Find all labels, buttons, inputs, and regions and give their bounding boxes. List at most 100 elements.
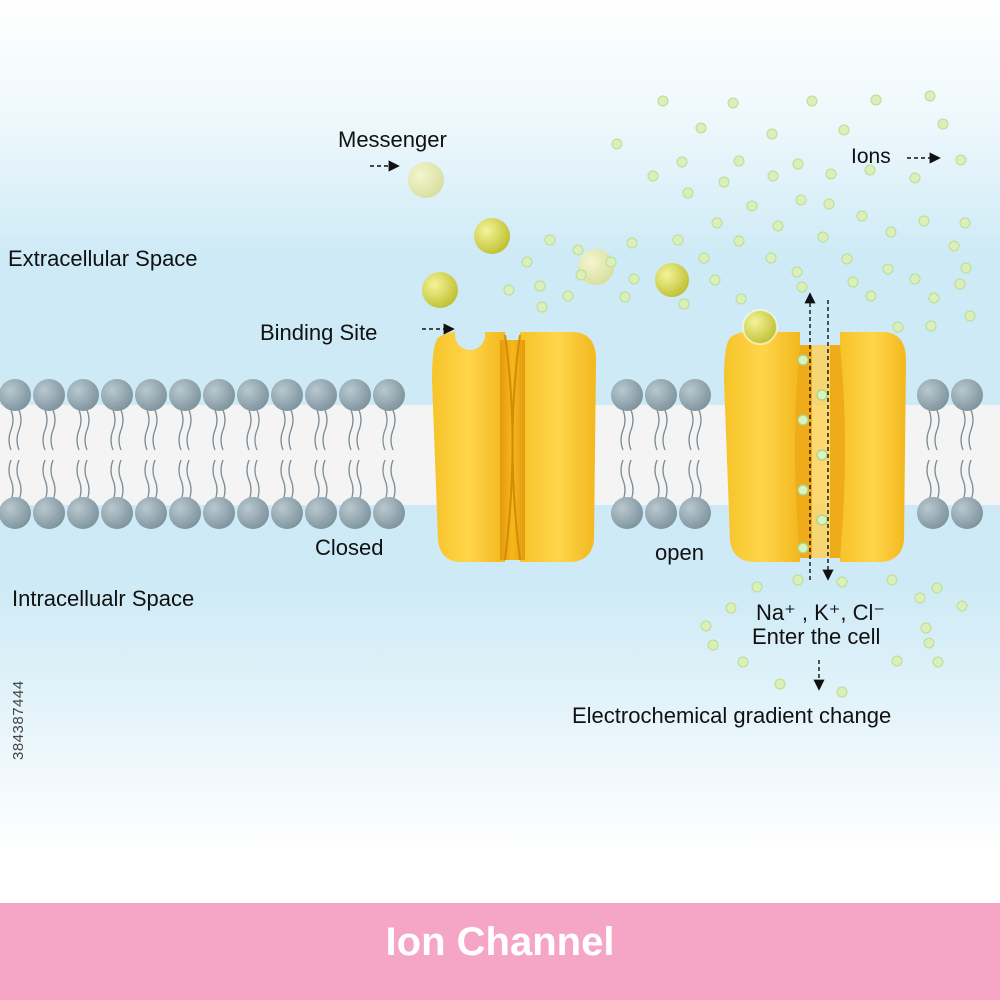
ion — [960, 262, 972, 274]
footer-title: Ion Channel — [385, 920, 615, 964]
lipid-tail — [280, 409, 286, 501]
ion — [836, 576, 848, 588]
ion — [676, 156, 688, 168]
phospholipid-head — [951, 379, 983, 411]
ion — [575, 269, 587, 281]
messenger-molecules — [408, 162, 778, 345]
phospholipid-head — [169, 379, 201, 411]
ion — [914, 592, 926, 604]
ion — [932, 656, 944, 668]
lipid-tails — [8, 409, 974, 501]
ion — [825, 168, 837, 180]
lipid-tail — [76, 409, 82, 501]
phospholipid-head — [203, 497, 235, 529]
ion — [823, 198, 835, 210]
ion — [628, 273, 640, 285]
ion — [931, 582, 943, 594]
phospholipid-head — [339, 497, 371, 529]
phospholipid-head — [373, 497, 405, 529]
phospholipid-head — [101, 379, 133, 411]
annotation-arrows — [370, 152, 941, 691]
phospholipid-head — [611, 379, 643, 411]
ion — [695, 122, 707, 134]
stock-id-watermark: 384387444 — [10, 680, 27, 760]
phospholipid-head — [101, 497, 133, 529]
ion — [503, 284, 515, 296]
phospholipid-head — [33, 497, 65, 529]
ion — [891, 655, 903, 667]
ion — [765, 252, 777, 264]
ion — [892, 321, 904, 333]
ion — [657, 95, 669, 107]
ion — [816, 514, 828, 526]
ion — [626, 237, 638, 249]
ion — [733, 235, 745, 247]
phospholipid-head — [645, 379, 677, 411]
ion — [797, 414, 809, 426]
ion — [856, 210, 868, 222]
phospholipid-head — [305, 497, 337, 529]
closed-channel — [432, 320, 596, 562]
lipid-tail — [688, 409, 694, 501]
ion — [816, 389, 828, 401]
lipid-tail — [212, 409, 218, 501]
ion — [700, 620, 712, 632]
ion — [751, 581, 763, 593]
lipid-tail — [246, 409, 252, 501]
ion — [806, 95, 818, 107]
messenger-molecule — [474, 218, 510, 254]
ion — [847, 276, 859, 288]
ion — [521, 256, 533, 268]
ion — [774, 678, 786, 690]
ion — [534, 280, 546, 292]
ion — [698, 252, 710, 264]
ion — [838, 124, 850, 136]
ion — [735, 293, 747, 305]
lipid-tail — [84, 409, 90, 501]
phospholipid-head — [169, 497, 201, 529]
lipid-tail — [178, 409, 184, 501]
bound-messenger — [742, 309, 778, 345]
ion — [870, 94, 882, 106]
ion — [795, 194, 807, 206]
binding-site-label: Binding Site — [260, 320, 378, 345]
phospholipid-head — [0, 497, 31, 529]
lipid-tail — [50, 409, 56, 501]
phospholipid-head — [0, 379, 31, 411]
ion — [797, 542, 809, 554]
ions-label: Ions — [851, 145, 891, 168]
phospholipid-head — [33, 379, 65, 411]
lipid-tail — [390, 409, 396, 501]
ion — [709, 274, 721, 286]
ion — [928, 292, 940, 304]
phospholipid-head — [271, 497, 303, 529]
ion — [797, 354, 809, 366]
phospholipid-head — [271, 379, 303, 411]
phospholipid-head — [203, 379, 235, 411]
ion — [725, 602, 737, 614]
ion — [925, 320, 937, 332]
ion — [678, 298, 690, 310]
lipid-tail — [620, 409, 626, 501]
footer-band — [0, 903, 1000, 1000]
ion — [920, 622, 932, 634]
ion — [885, 226, 897, 238]
ion — [882, 263, 894, 275]
phospholipid-head — [611, 497, 643, 529]
messenger-molecule — [578, 249, 614, 285]
lipid-tail — [186, 409, 192, 501]
lipid-tail — [322, 409, 328, 501]
lipid-tail — [16, 409, 22, 501]
ion — [909, 172, 921, 184]
ion — [964, 310, 976, 322]
phospholipid-head — [917, 379, 949, 411]
ion — [909, 273, 921, 285]
lipid-tail — [152, 409, 158, 501]
phospholipid-head — [237, 379, 269, 411]
ion — [791, 266, 803, 278]
lipid-tail — [118, 409, 124, 501]
messenger-label: Messenger — [338, 127, 447, 152]
lipid-tail — [348, 409, 354, 501]
ion — [544, 234, 556, 246]
